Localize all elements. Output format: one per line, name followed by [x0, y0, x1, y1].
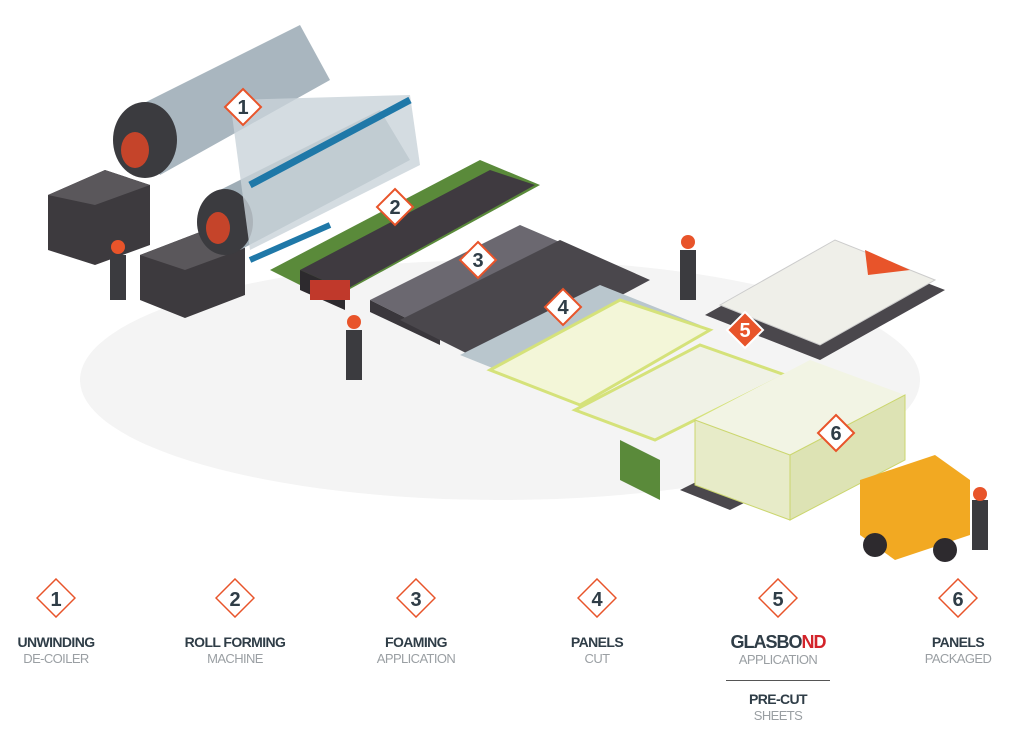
marker-5: 5 [725, 310, 765, 350]
step-subtitle: PACKAGED [924, 651, 992, 666]
step-2-diamond-icon: 2 [215, 578, 255, 618]
marker-2: 2 [375, 187, 415, 227]
step-subtitle: APPLICATION [376, 651, 456, 666]
production-line-illustration: 1 2 3 4 5 6 [48, 25, 988, 562]
panel-cutting-station [460, 285, 789, 500]
marker-6: 6 [816, 413, 856, 453]
step-3-diamond-icon: 3 [396, 578, 436, 618]
legend-step-1: 1 UNWINDING DE-COILER [0, 578, 136, 667]
legend-step-2: 2 ROLL FORMING MACHINE [155, 578, 315, 667]
svg-text:4: 4 [591, 589, 603, 611]
foaming-station [370, 225, 650, 365]
forklift [860, 455, 970, 562]
marker-3: 3 [458, 240, 498, 280]
svg-text:4: 4 [557, 297, 569, 319]
marker-4: 4 [543, 287, 583, 327]
packaged-panels-stack [680, 360, 906, 521]
step-alt-title: PRE-CUT [748, 691, 808, 707]
step-title: UNWINDING [17, 634, 95, 650]
pre-cut-sheets [705, 239, 945, 360]
glasbond-logo: GLASBOND [730, 632, 826, 652]
legend-step-3: 3 FOAMING APPLICATION [336, 578, 496, 667]
svg-text:6: 6 [830, 423, 841, 445]
svg-text:2: 2 [389, 197, 400, 219]
svg-text:5: 5 [739, 320, 750, 342]
legend-step-5: 5 GLASBOND APPLICATION PRE-CUT SHEETS [698, 578, 858, 724]
legend-step-4: 4 PANELS CUT [517, 578, 677, 667]
svg-text:1: 1 [50, 589, 61, 611]
step-title: ROLL FORMING [184, 634, 286, 650]
step-title: PANELS [570, 634, 624, 650]
step-subtitle: APPLICATION [738, 652, 818, 667]
step-subtitle: CUT [584, 651, 611, 666]
svg-text:3: 3 [410, 589, 421, 611]
step-subtitle: DE-COILER [23, 651, 89, 666]
step-6-diamond-icon: 6 [938, 578, 978, 618]
divider [726, 680, 830, 681]
legend-step-6: 6 PANELS PACKAGED [878, 578, 1013, 667]
step-1-diamond-icon: 1 [36, 578, 76, 618]
step-alt-subtitle: SHEETS [753, 708, 803, 723]
step-title: PANELS [931, 634, 985, 650]
roll-forming-machine [270, 160, 540, 310]
step-title: FOAMING [385, 634, 448, 650]
svg-text:5: 5 [772, 589, 783, 611]
step-subtitle: MACHINE [207, 651, 263, 666]
step-5-diamond-icon: 5 [758, 578, 798, 618]
svg-text:6: 6 [952, 589, 963, 611]
decoiler-machine [48, 25, 420, 318]
svg-text:1: 1 [237, 97, 248, 119]
svg-text:2: 2 [229, 589, 240, 611]
workers [110, 235, 988, 550]
step-4-diamond-icon: 4 [577, 578, 617, 618]
svg-text:3: 3 [472, 250, 483, 272]
marker-1: 1 [223, 87, 263, 127]
